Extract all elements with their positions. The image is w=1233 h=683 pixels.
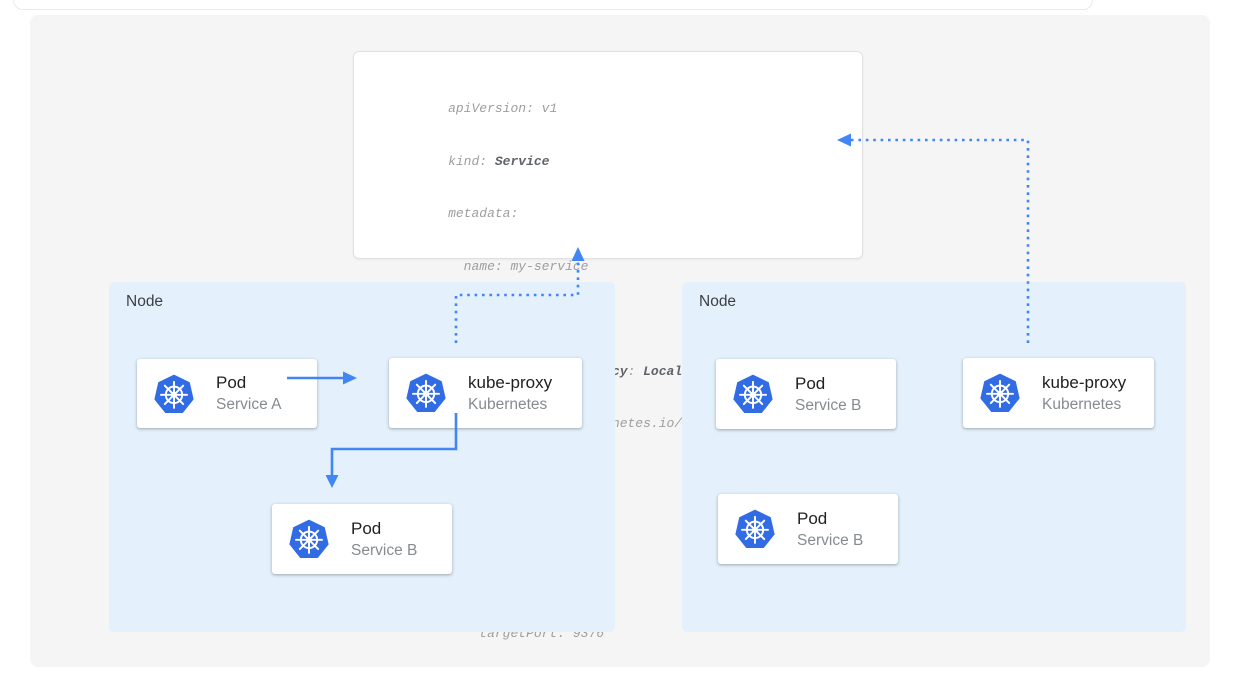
pod-service-b-card-right-top: Pod Service B bbox=[716, 359, 896, 429]
card-subtitle: Kubernetes bbox=[468, 395, 548, 413]
node-left: Node Pod Service A kube-proxy Kubernetes… bbox=[109, 282, 615, 632]
kubernetes-logo-icon bbox=[405, 372, 447, 414]
kubernetes-logo-icon bbox=[153, 373, 195, 415]
card-subtitle: Kubernetes bbox=[1042, 395, 1122, 413]
card-subtitle: Service B bbox=[797, 531, 864, 549]
pod-service-a-card: Pod Service A bbox=[137, 359, 317, 428]
kube-proxy-card-left: kube-proxy Kubernetes bbox=[389, 358, 582, 428]
yaml-line: metadata: bbox=[448, 205, 768, 223]
node-label: Node bbox=[699, 293, 737, 310]
yaml-token-bold: Local bbox=[643, 363, 683, 379]
yaml-token: metadata: bbox=[448, 206, 519, 221]
card-title: Pod bbox=[797, 508, 828, 528]
diagram-canvas: apiVersion: v1 kind: Service metadata: n… bbox=[30, 15, 1210, 667]
yaml-token: : bbox=[627, 363, 644, 379]
kubernetes-logo-icon bbox=[979, 372, 1021, 414]
pod-service-b-card-left: Pod Service B bbox=[272, 504, 452, 574]
card-title: kube-proxy bbox=[468, 372, 553, 392]
card-subtitle: Service B bbox=[795, 396, 862, 414]
pod-service-b-card-right-bottom: Pod Service B bbox=[718, 494, 898, 564]
card-subtitle: Service B bbox=[351, 541, 418, 559]
yaml-token: apiVersion: v1 bbox=[448, 101, 558, 116]
yaml-line: name: my-service bbox=[448, 258, 768, 276]
card-title: Pod bbox=[795, 373, 826, 393]
node-label: Node bbox=[126, 293, 164, 310]
yaml-line: apiVersion: v1 bbox=[448, 100, 768, 118]
yaml-token: kind: bbox=[448, 153, 495, 169]
card-title: Pod bbox=[216, 373, 247, 392]
yaml-line: kind: Service bbox=[448, 153, 768, 171]
card-title: kube-proxy bbox=[1042, 372, 1127, 392]
service-yaml-card: apiVersion: v1 kind: Service metadata: n… bbox=[353, 51, 863, 641]
kubernetes-logo-icon bbox=[288, 518, 330, 560]
yaml-token-bold: Service bbox=[494, 153, 550, 169]
kubernetes-logo-icon bbox=[732, 373, 774, 415]
kubernetes-logo-icon bbox=[734, 508, 776, 550]
previous-card-bottom-edge bbox=[13, 0, 1093, 10]
card-title: Pod bbox=[351, 518, 382, 538]
card-subtitle: Service A bbox=[216, 396, 282, 413]
node-right: Node Pod Service B kube-proxy Kubernetes… bbox=[682, 282, 1186, 632]
kube-proxy-card-right: kube-proxy Kubernetes bbox=[963, 358, 1154, 428]
yaml-token: name: my-service bbox=[448, 258, 589, 274]
